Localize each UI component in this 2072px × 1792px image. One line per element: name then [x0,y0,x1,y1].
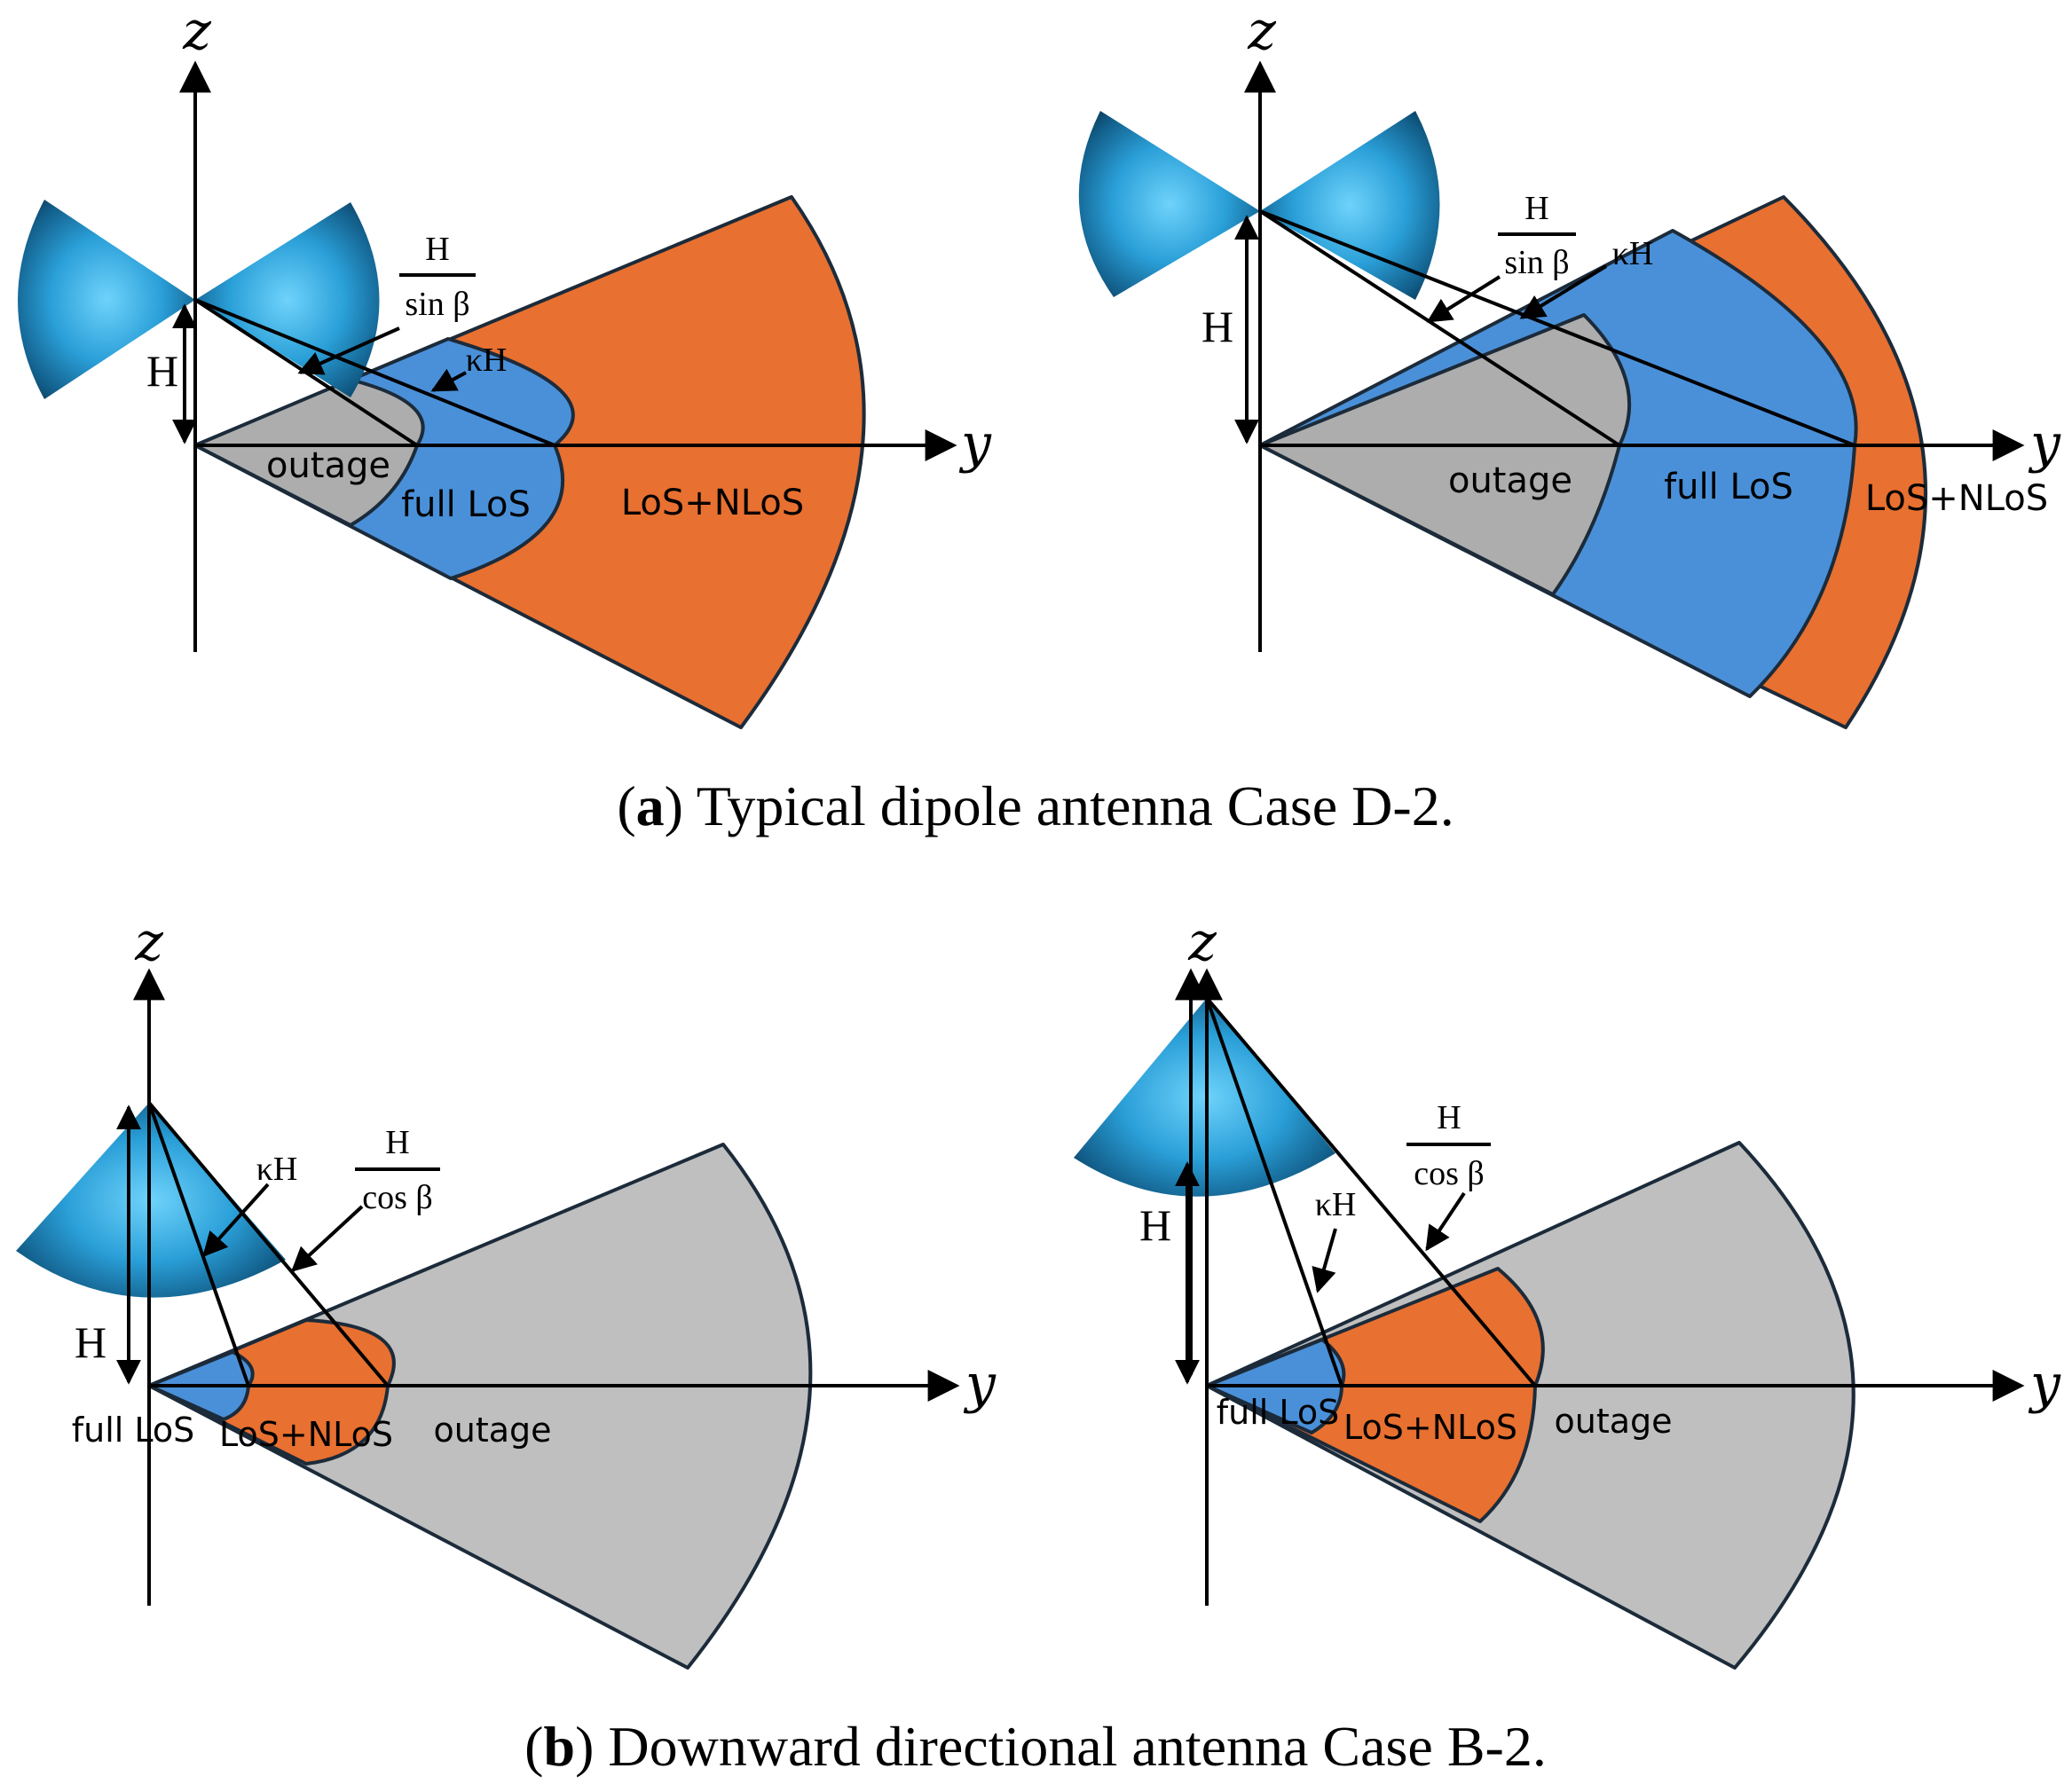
los-nlos-label: LoS+NLoS [219,1415,393,1454]
slant-line-kappa [147,1102,250,1387]
slant-line-cos [1205,996,1537,1387]
los-nlos-label: LoS+NLoS [621,483,804,523]
full-los-label: full LoS [1217,1393,1340,1432]
slant-line-kappa [1259,209,1855,447]
z-axis-label: z [1187,911,1217,973]
z-axis-label: z [182,0,211,62]
y-axis-label: y [2028,413,2061,475]
outage-label: outage [266,445,390,486]
fraction-numerator: H [425,231,449,268]
pointer-sin [297,326,400,375]
los-nlos-label: LoS+NLoS [1865,478,2048,519]
dipole-antenna-right-lobe [195,202,380,397]
pointer-kappa [1312,1228,1337,1293]
panel-b-right: z y H κH H cos β full LoS LoS+NLoS outag… [1074,911,2061,1670]
pointer-kappa [1519,264,1608,319]
slant-line-kappa [194,298,555,447]
caption-a: (a) Typical dipole antenna Case D-2. [617,774,1454,837]
kappa-h-label: κH [1612,235,1654,272]
fraction-denominator: sin β [1504,244,1569,281]
z-axis-label: z [1247,0,1276,62]
fraction-numerator: H [385,1124,409,1161]
fraction-numerator: H [1524,190,1548,227]
los-nlos-label: LoS+NLoS [1343,1408,1517,1447]
pointer-kappa [202,1183,270,1258]
panel-b-left: z y H κH H cos β full LoS LoS+NLoS outag… [16,911,997,1670]
kappa-h-label: κH [1315,1186,1357,1223]
pointer-cos [1425,1191,1466,1252]
y-axis-label: y [2028,1353,2061,1415]
outage-label: outage [1554,1402,1672,1441]
dipole-antenna-left-lobe [18,200,195,399]
panel-a-right: z y H H sin β κH outage full LoS LoS+NLo… [1078,0,2061,729]
pointer-cos [290,1205,364,1272]
outage-label: outage [1448,460,1572,501]
z-axis-label: z [134,911,163,973]
full-los-label: full LoS [72,1411,195,1450]
fraction-denominator: cos β [1414,1155,1485,1192]
outage-region [147,1143,813,1670]
full-los-label: full LoS [1664,467,1793,507]
pointer-kappa [430,368,467,392]
fraction-numerator: H [1437,1099,1461,1136]
panel-a-left: z y H H sin β κH outage full LoS LoS+NLo… [18,0,992,729]
caption-b: (b) Downward directional antenna Case B-… [524,1715,1547,1778]
kappa-h-label: κH [466,342,508,379]
height-label: H [146,346,178,396]
slant-line-kappa [1205,997,1343,1387]
outage-label: outage [433,1411,551,1450]
full-los-label: full LoS [401,484,531,525]
dipole-antenna-right-lobe [1260,111,1440,300]
height-label: H [75,1317,106,1367]
slant-line-sin [1258,209,1621,447]
height-label: H [1201,302,1233,351]
fraction-denominator: sin β [405,286,469,323]
kappa-h-label: κH [256,1151,298,1188]
directional-antenna [1074,998,1335,1197]
height-label: H [1139,1200,1171,1250]
fraction-denominator: cos β [362,1179,433,1216]
y-axis-label: y [958,413,992,475]
slant-line-cos [147,1101,390,1387]
dipole-antenna-left-lobe [1078,111,1260,297]
y-axis-label: y [963,1353,997,1415]
pointer-sin [1426,275,1501,323]
